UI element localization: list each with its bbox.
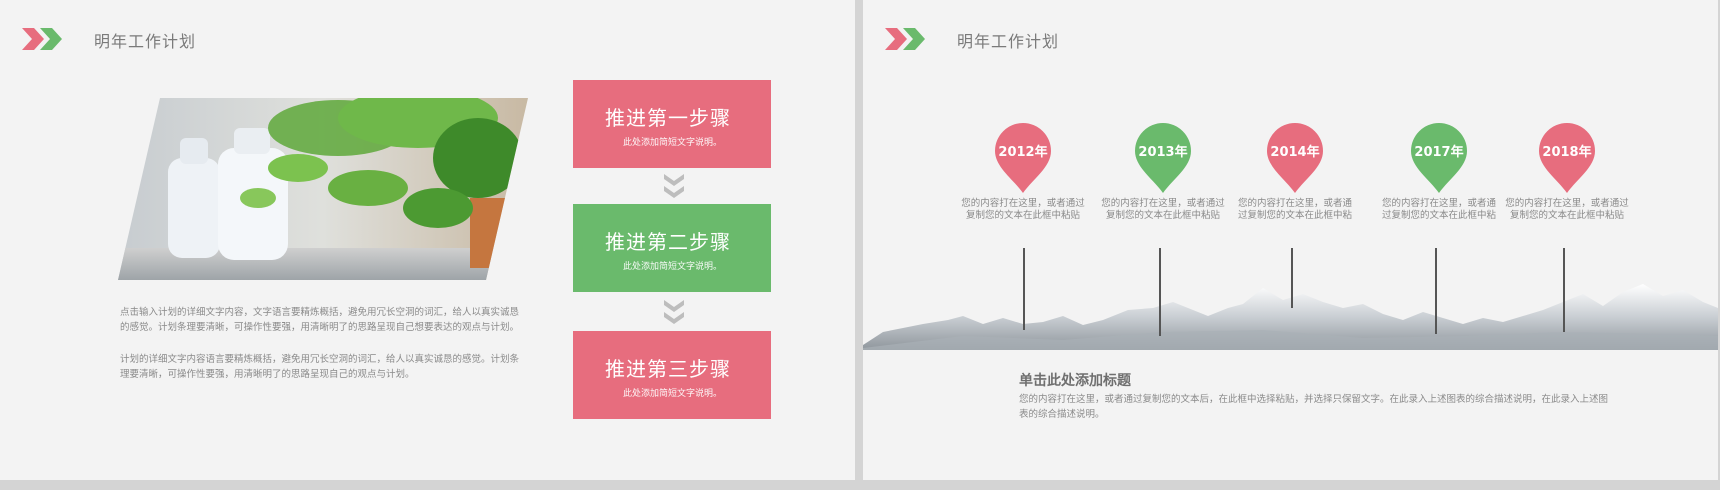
desc-line: 过复制您的文本在此框中粘 [1381, 210, 1496, 221]
desc-line: 您的内容打在这里，或者通过 [961, 198, 1085, 209]
step-box-2[interactable]: 推进第二步骤 此处添加简短文字说明。 [573, 204, 771, 292]
connector-line [1023, 248, 1025, 330]
desc-line: 复制您的文本在此框中粘贴 [965, 210, 1080, 221]
timeline-pin-2018[interactable]: 2018年 [1539, 123, 1595, 193]
section-description: 您的内容打在这里，或者通过复制您的文本后，在此框中选择粘贴，并选择只保留文字。在… [1019, 394, 1609, 420]
map-pin-icon [1135, 123, 1191, 193]
timeline-pin-2017[interactable]: 2017年 [1411, 123, 1467, 193]
paragraph-2: 计划的详细文字内容语言要精炼概括，避免用冗长空洞的词汇，给人以真实诚恳的感觉。计… [120, 354, 520, 380]
desc-line: 您的内容打在这里，或者通过 [1505, 198, 1629, 209]
desc-line: 复制您的文本在此框中粘贴 [1509, 210, 1624, 221]
connector-line [1159, 248, 1161, 336]
plant-vase-photo [118, 98, 528, 280]
step-title: 推进第二步骤 [605, 230, 731, 254]
pin-desc-2018: 您的内容打在这里，或者通过 复制您的文本在此框中粘贴 [1502, 198, 1632, 222]
double-chevron-down-icon [664, 174, 684, 198]
step-box-3[interactable]: 推进第三步骤 此处添加简短文字说明。 [573, 331, 771, 419]
step-title: 推进第三步骤 [605, 357, 731, 381]
double-chevron-icon [885, 28, 925, 50]
snow-mountain-range-image [863, 284, 1718, 350]
page-title: 明年工作计划 [94, 32, 197, 51]
map-pin-icon [1411, 123, 1467, 193]
pin-desc-2014: 您的内容打在这里，或者通 过复制您的文本在此框中粘 [1230, 198, 1360, 222]
pin-desc-2017: 您的内容打在这里，或者通 过复制您的文本在此框中粘 [1374, 198, 1504, 222]
desc-line: 您的内容打在这里，或者通过 [1101, 198, 1225, 209]
pin-year: 2017年 [1414, 145, 1464, 160]
map-pin-icon [995, 123, 1051, 193]
pin-desc-2013: 您的内容打在这里，或者通过 复制您的文本在此框中粘贴 [1098, 198, 1228, 222]
pin-desc-2012: 您的内容打在这里，或者通过 复制您的文本在此框中粘贴 [958, 198, 1088, 222]
desc-line: 您的内容打在这里，或者通 [1381, 198, 1496, 209]
pin-year: 2018年 [1542, 145, 1592, 160]
section-subtitle: 单击此处添加标题 [1019, 373, 1131, 389]
slide-right: 明年工作计划 2012年 2013年 2014年 2017年 2018年 您的内… [863, 0, 1718, 480]
step-desc: 此处添加简短文字说明。 [623, 138, 723, 148]
step-desc: 此处添加简短文字说明。 [623, 262, 723, 272]
paragraph-1: 点击输入计划的详细文字内容，文字语言要精炼概括，避免用冗长空洞的词汇，给人以真实… [120, 307, 520, 333]
desc-line: 您的内容打在这里，或者通 [1237, 198, 1352, 209]
timeline-pin-2014[interactable]: 2014年 [1267, 123, 1323, 193]
desc-line: 复制您的文本在此框中粘贴 [1105, 210, 1220, 221]
step-desc: 此处添加简短文字说明。 [623, 389, 723, 399]
step-box-1[interactable]: 推进第一步骤 此处添加简短文字说明。 [573, 80, 771, 168]
slide-left: 明年工作计划 [0, 0, 855, 480]
pin-year: 2014年 [1270, 145, 1320, 160]
map-pin-icon [1267, 123, 1323, 193]
step-title: 推进第一步骤 [605, 106, 731, 130]
pin-year: 2012年 [998, 145, 1048, 160]
connector-line [1291, 248, 1293, 308]
double-chevron-down-icon [664, 300, 684, 324]
connector-line [1435, 248, 1437, 334]
timeline-pin-2013[interactable]: 2013年 [1135, 123, 1191, 193]
timeline-pin-2012[interactable]: 2012年 [995, 123, 1051, 193]
pin-year: 2013年 [1138, 145, 1188, 160]
desc-line: 过复制您的文本在此框中粘 [1237, 210, 1352, 221]
double-chevron-icon [22, 28, 62, 50]
map-pin-icon [1539, 123, 1595, 193]
connector-line [1563, 248, 1565, 332]
page-title: 明年工作计划 [957, 32, 1060, 51]
